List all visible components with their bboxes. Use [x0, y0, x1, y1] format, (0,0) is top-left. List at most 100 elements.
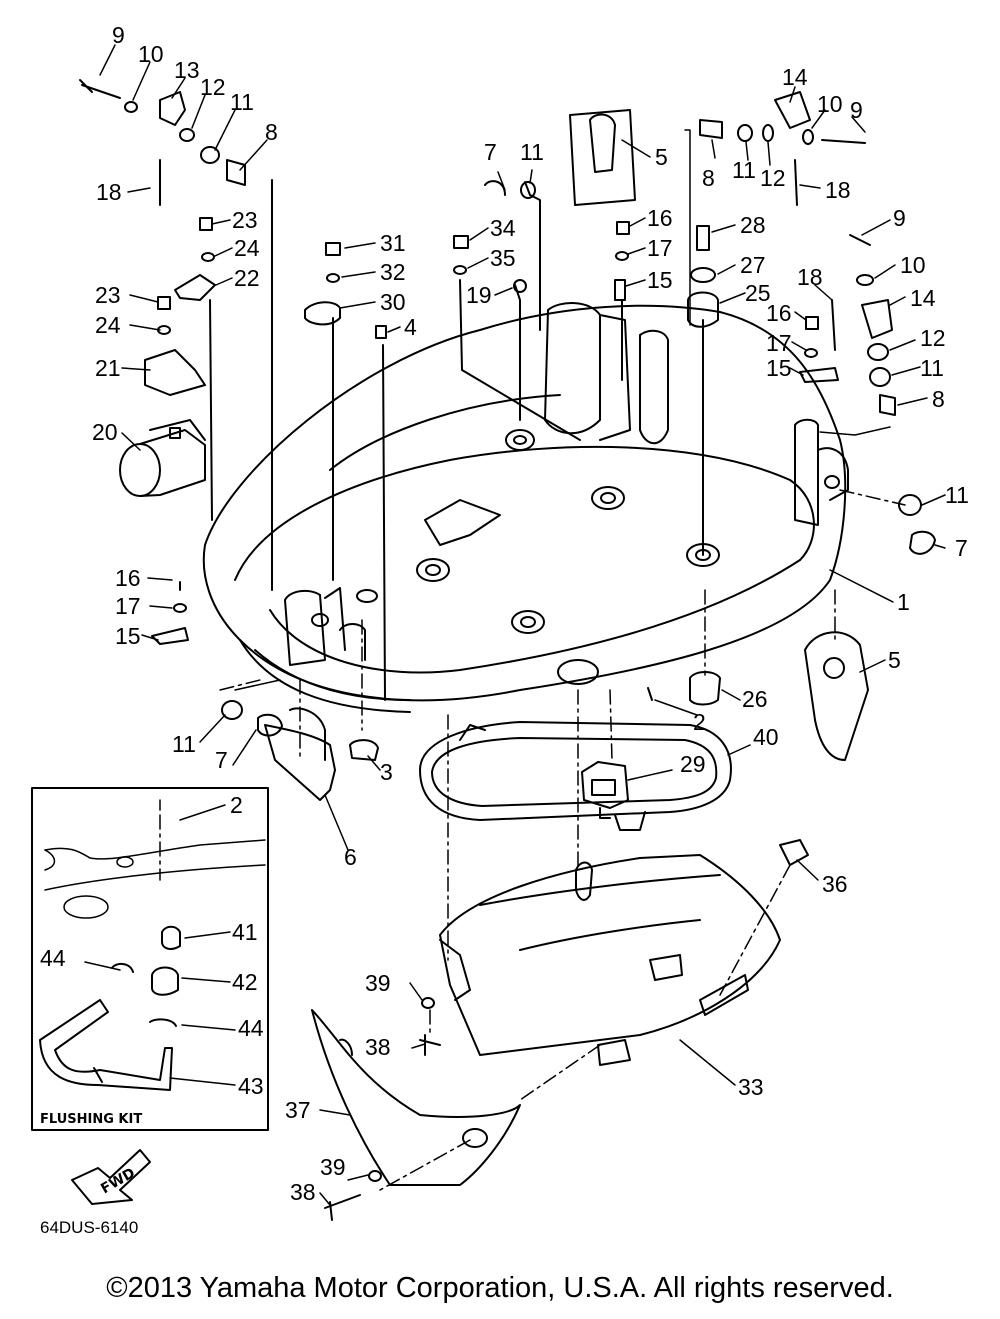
leader-lines [84, 44, 946, 1206]
callout: 15 [766, 355, 792, 381]
callout: 39 [320, 1154, 346, 1180]
callout: 11 [230, 89, 254, 115]
callout: 10 [138, 41, 164, 67]
callout: 41 [232, 919, 258, 945]
callout: 42 [232, 969, 258, 995]
callout: 14 [782, 64, 808, 90]
callout: 40 [753, 724, 779, 750]
callout: 37 [285, 1097, 311, 1123]
callout: 16 [115, 565, 141, 591]
part-20-motor [119, 419, 206, 497]
flushing-kit-inset [31, 787, 269, 1131]
callout: 12 [920, 325, 946, 351]
callout: 14 [910, 285, 936, 311]
callout: 44 [238, 1015, 264, 1041]
part-5-brackets [569, 109, 869, 761]
callout: 24 [234, 235, 260, 261]
callout: 19 [466, 282, 492, 308]
part-40-frame [419, 721, 732, 831]
flushing-kit-label: FLUSHING KIT [40, 1112, 142, 1127]
callout: 27 [740, 252, 766, 278]
callout: 17 [766, 330, 792, 356]
callout: 23 [232, 207, 258, 233]
callout: 17 [115, 593, 141, 619]
callout: 12 [760, 165, 786, 191]
callout: 39 [365, 970, 391, 996]
callout: 3 [380, 759, 393, 785]
callout: 11 [172, 731, 196, 757]
part-33-lower-cover [439, 854, 781, 1066]
callout: 2 [230, 792, 243, 818]
callout: 44 [40, 945, 66, 971]
callout: 11 [920, 355, 944, 381]
callout: 29 [680, 751, 706, 777]
part-29-plug [581, 761, 629, 819]
callout: 4 [404, 314, 417, 340]
callout: 38 [365, 1034, 391, 1060]
callout: 25 [745, 280, 771, 306]
callout: 18 [797, 264, 823, 290]
callout: 8 [932, 386, 945, 412]
callout: 5 [655, 144, 668, 170]
fwd-arrow [71, 1149, 151, 1205]
callout: 11 [732, 157, 756, 183]
small-hardware [79, 79, 936, 1221]
callout: 26 [742, 686, 768, 712]
callout: 30 [380, 289, 406, 315]
callout: 23 [95, 282, 121, 308]
callout: 17 [647, 235, 673, 261]
bottom-cowling [202, 304, 847, 713]
callout: 18 [96, 179, 122, 205]
front-bracket-plate [424, 499, 501, 546]
callout: 15 [647, 267, 673, 293]
callout: 38 [290, 1179, 316, 1205]
callout: 10 [817, 91, 843, 117]
callout: 11 [945, 482, 969, 508]
callout: 7 [955, 535, 968, 561]
callout: 9 [850, 97, 863, 123]
callout: 31 [380, 230, 406, 256]
callout-numbers: 9 10 13 12 11 8 18 23 24 22 23 24 21 20 … [40, 22, 969, 1205]
callout: 22 [234, 265, 260, 291]
callout: 8 [265, 119, 278, 145]
copyright-notice: ©2013 Yamaha Motor Corporation, U.S.A. A… [106, 1272, 894, 1304]
callout: 24 [95, 312, 121, 338]
part-6-guide [264, 724, 336, 801]
callout: 43 [238, 1073, 264, 1099]
right-side-post [794, 418, 849, 526]
cowling-grommets [356, 429, 720, 685]
callout: 9 [893, 205, 906, 231]
callout: 11 [520, 139, 544, 165]
part-22-plate [174, 274, 216, 301]
diagram-code: 64DUS-6140 [40, 1218, 138, 1237]
callout: 15 [115, 623, 141, 649]
callout: 13 [174, 57, 200, 83]
callout: 18 [825, 177, 851, 203]
callout: 7 [215, 747, 228, 773]
callout: 35 [490, 245, 516, 271]
callout: 16 [647, 205, 673, 231]
callout: 34 [490, 215, 516, 241]
left-side-post [284, 587, 366, 666]
alignment-lines [159, 489, 906, 1191]
part-21-bracket [144, 349, 206, 396]
part-37-side-panel [311, 1009, 521, 1186]
callout: 9 [112, 22, 125, 48]
callout: 6 [344, 844, 357, 870]
callout: 1 [897, 589, 910, 615]
callout: 36 [822, 871, 848, 897]
callout: 21 [95, 355, 121, 381]
callout: 20 [92, 419, 118, 445]
callout: 28 [740, 212, 766, 238]
callout: 12 [200, 74, 226, 100]
callout: 10 [900, 252, 926, 278]
rear-mount-tower [544, 302, 669, 445]
callout: 33 [738, 1074, 764, 1100]
callout: 7 [484, 139, 497, 165]
callout: 5 [888, 647, 901, 673]
callout: 16 [766, 300, 792, 326]
callout: 32 [380, 259, 406, 285]
callout: 2 [693, 709, 706, 735]
callout: 8 [702, 165, 715, 191]
